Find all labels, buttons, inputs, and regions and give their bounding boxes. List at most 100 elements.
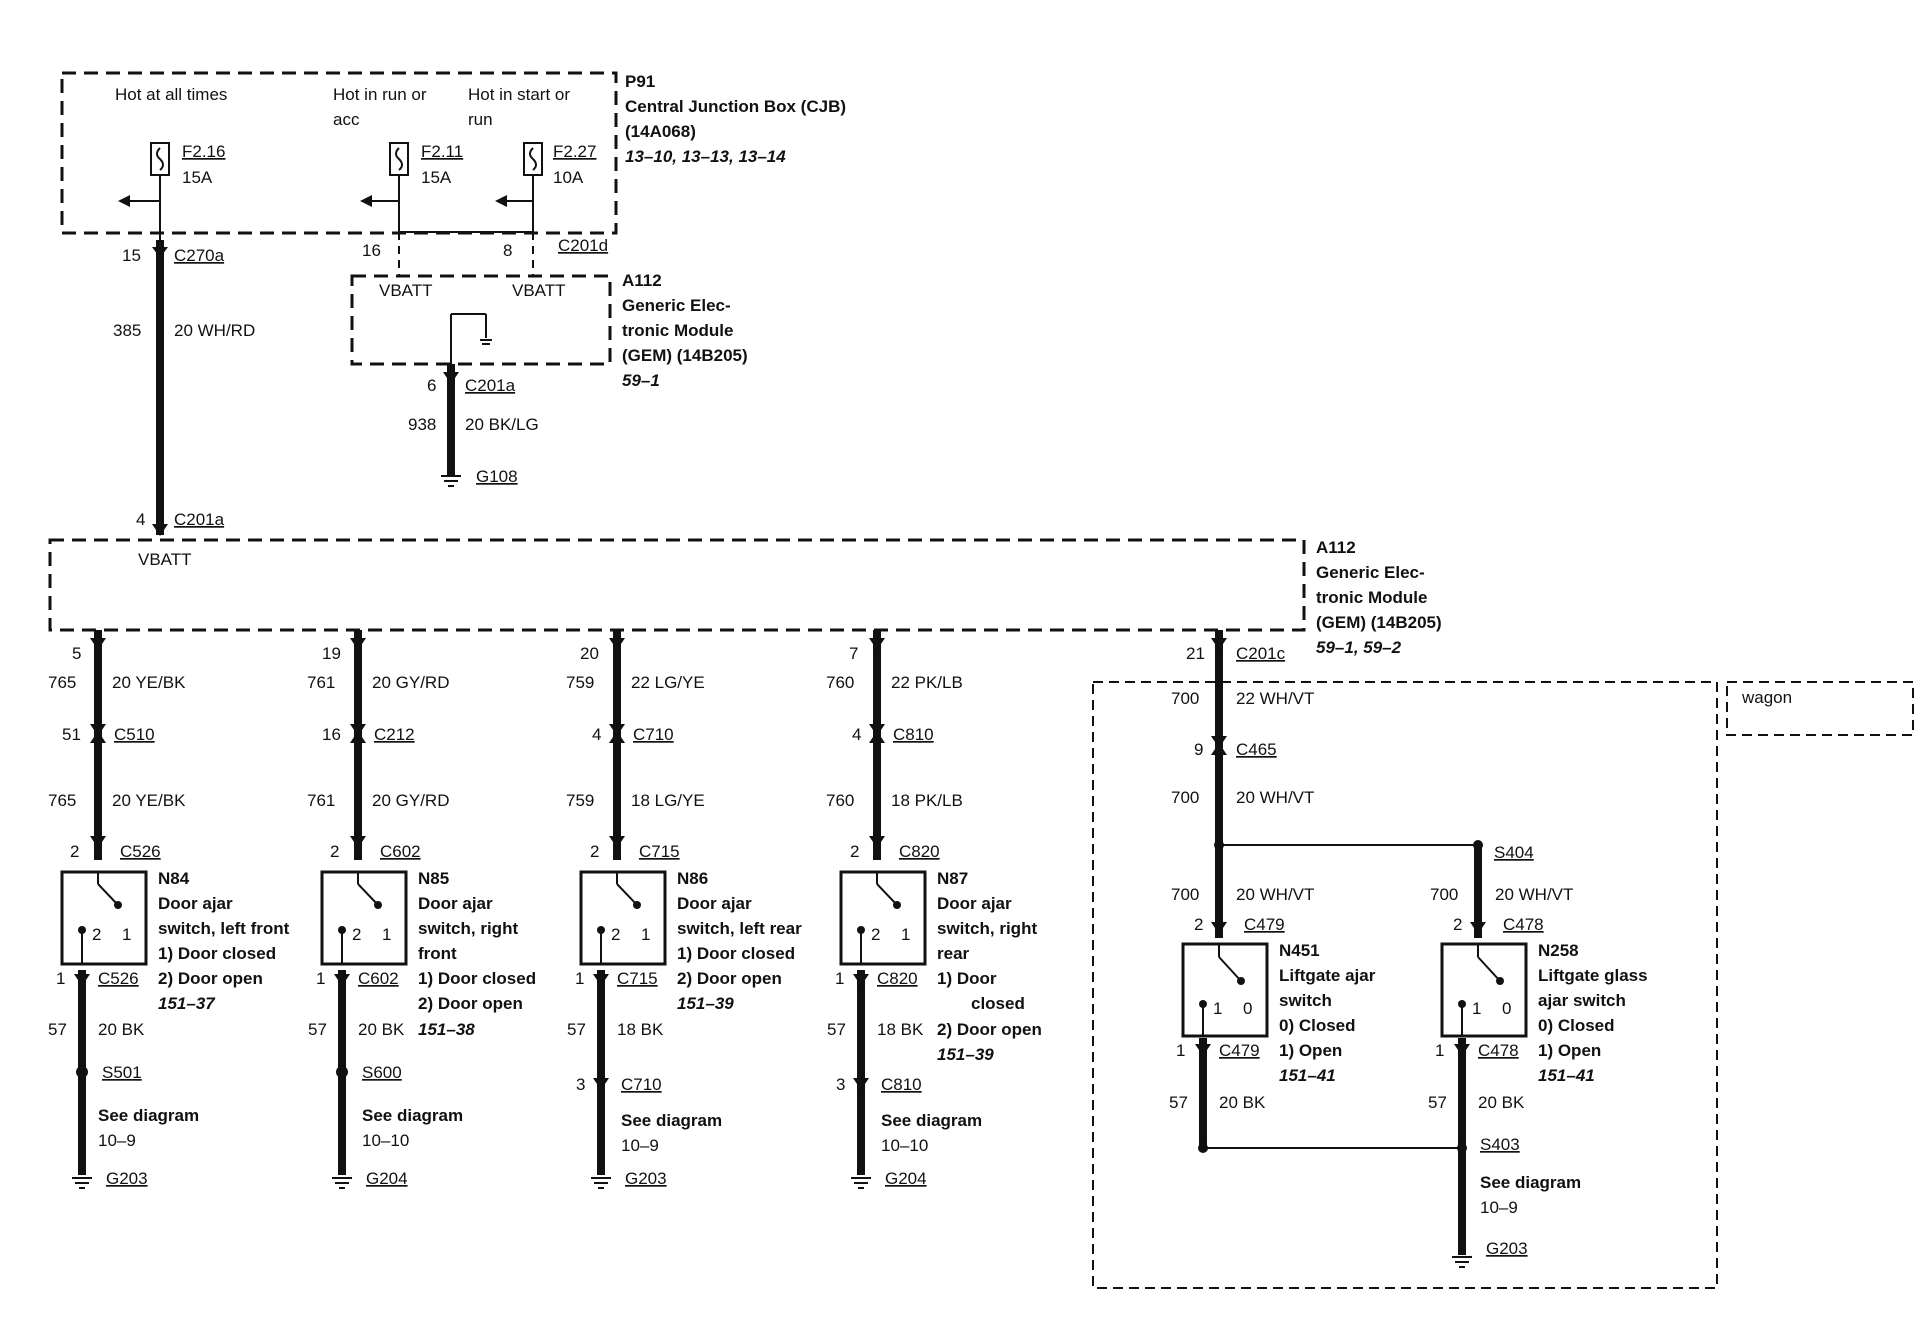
circuit-number: 765: [48, 791, 76, 810]
wire-color: 20 BK: [1478, 1093, 1525, 1112]
door-ajar-switch-icon: 2 1: [60, 870, 148, 966]
circuit-number: 700: [1430, 885, 1458, 904]
wire-color: 20 GY/RD: [372, 673, 449, 692]
gem-reference: 59–1, 59–2: [1316, 638, 1402, 657]
connector-c465: C465: [1236, 740, 1277, 759]
gem-main-outline: [48, 538, 1306, 632]
wire-color: 20 BK: [98, 1020, 145, 1039]
arrow-left-icon: [495, 195, 507, 207]
splice-dot: [76, 1066, 88, 1078]
see-diagram: See diagram: [1480, 1173, 1581, 1192]
pin-number: 19: [322, 644, 341, 663]
pin-number: 2: [330, 842, 339, 861]
switch-state: 0) Closed: [1279, 1016, 1356, 1035]
wire-color: 20 WH/RD: [174, 321, 255, 340]
splice-dot: [1198, 1143, 1208, 1153]
circuit-number: 761: [307, 791, 335, 810]
circuit-number: 57: [827, 1020, 846, 1039]
fuse-name: F2.11: [421, 142, 463, 161]
circuit-number: 57: [1428, 1093, 1447, 1112]
svg-text:1: 1: [382, 925, 391, 944]
circuit-number: 759: [566, 791, 594, 810]
svg-text:0: 0: [1243, 999, 1252, 1018]
wire-color: 20 WH/VT: [1236, 788, 1314, 807]
door-ajar-switch-icon: 2 1: [839, 870, 927, 966]
switch-desc: switch, right: [418, 919, 518, 938]
see-diagram-ref: 10–9: [1480, 1198, 1518, 1217]
splice-dot: [1457, 1143, 1467, 1153]
fuse-amperage: 10A: [553, 168, 584, 187]
svg-text:1: 1: [641, 925, 650, 944]
wire-385: 15 C270a 385 20 WH/RD 4 C201a: [113, 240, 255, 536]
ground-icon: [851, 1177, 871, 1189]
liftgate-ajar-switch-icon: 1 0: [1181, 942, 1269, 1038]
see-diagram-ref: 10–10: [362, 1131, 409, 1150]
switch-desc: Liftgate glass: [1538, 966, 1648, 985]
connector: C715: [617, 969, 658, 988]
pin-number: 21: [1186, 644, 1205, 663]
pin-number: 4: [852, 725, 861, 744]
branch-n86: 20 759 22 LG/YE 4 C710 759 18 LG/YE 2 C7…: [566, 630, 802, 1189]
switch-desc: Liftgate ajar: [1279, 966, 1376, 985]
cjb-part-number: (14A068): [625, 122, 696, 141]
wire-color: 22 PK/LB: [891, 673, 963, 692]
wire-color: 20 BK/LG: [465, 415, 539, 434]
pin-number: 16: [362, 241, 381, 260]
gem-name-3: (GEM) (14B205): [1316, 613, 1442, 632]
gem-small-outline: [350, 274, 612, 366]
pin-number: 1: [575, 969, 584, 988]
see-diagram: See diagram: [621, 1111, 722, 1130]
svg-text:0: 0: [1502, 999, 1511, 1018]
ground: G203: [625, 1169, 667, 1188]
switch-state: 1) Door closed: [677, 944, 795, 963]
switch-state: 1) Open: [1538, 1041, 1601, 1060]
circuit-number: 700: [1171, 885, 1199, 904]
switch-desc: Door ajar: [158, 894, 233, 913]
circuit-number: 385: [113, 321, 141, 340]
wire-color: 20 YE/BK: [112, 791, 186, 810]
switch-reference: 151–39: [677, 994, 734, 1013]
switch-desc: ajar switch: [1538, 991, 1626, 1010]
connector-c201c: C201c: [1236, 644, 1286, 663]
pin-number: 3: [576, 1075, 585, 1094]
gem-module-main: VBATT A112 Generic Elec- tronic Module (…: [48, 538, 1442, 657]
wire-color: 20 WH/VT: [1236, 885, 1314, 904]
ground: G204: [366, 1169, 408, 1188]
svg-text:2: 2: [92, 925, 101, 944]
switch-reference: 151–41: [1279, 1066, 1336, 1085]
hot-start-run-label-1: Hot in start or: [468, 85, 570, 104]
wagon-legend-box: [1726, 681, 1914, 736]
wire-color: 18 BK: [617, 1020, 664, 1039]
connector: C715: [639, 842, 680, 861]
cjb-outline: [60, 71, 618, 235]
hot-at-all-times-label: Hot at all times: [115, 85, 227, 104]
ground: G203: [106, 1169, 148, 1188]
switch-id: N86: [677, 869, 708, 888]
branch-n85: 19 761 20 GY/RD 16 C212 761 20 GY/RD 2 C…: [307, 630, 536, 1189]
switch-id: N451: [1279, 941, 1320, 960]
gem-name-1: Generic Elec-: [622, 296, 731, 315]
see-diagram: See diagram: [362, 1106, 463, 1125]
door-ajar-switch-icon: 2 1: [579, 870, 667, 966]
circuit-number: 760: [826, 673, 854, 692]
splice-dot: [336, 1066, 348, 1078]
circuit-number: 761: [307, 673, 335, 692]
circuit-number: 700: [1171, 689, 1199, 708]
switch-state: 2) Door open: [677, 969, 782, 988]
connector: C510: [114, 725, 155, 744]
fuse-name: F2.16: [182, 142, 225, 161]
circuit-number: 57: [48, 1020, 67, 1039]
pin-number: 2: [590, 842, 599, 861]
branch-n84: 5 765 20 YE/BK 51 C510 765 20 YE/BK 2 C5…: [48, 630, 290, 1189]
wire-color: 20 YE/BK: [112, 673, 186, 692]
gem-id: A112: [1316, 538, 1356, 557]
circuit-number: 760: [826, 791, 854, 810]
wire-color: 18 PK/LB: [891, 791, 963, 810]
ground-icon: [591, 1177, 611, 1189]
connector: C820: [877, 969, 918, 988]
connector: C810: [893, 725, 934, 744]
pin-number: 1: [316, 969, 325, 988]
ground-icon: [1452, 1256, 1472, 1268]
fuse-icon: [395, 147, 403, 171]
